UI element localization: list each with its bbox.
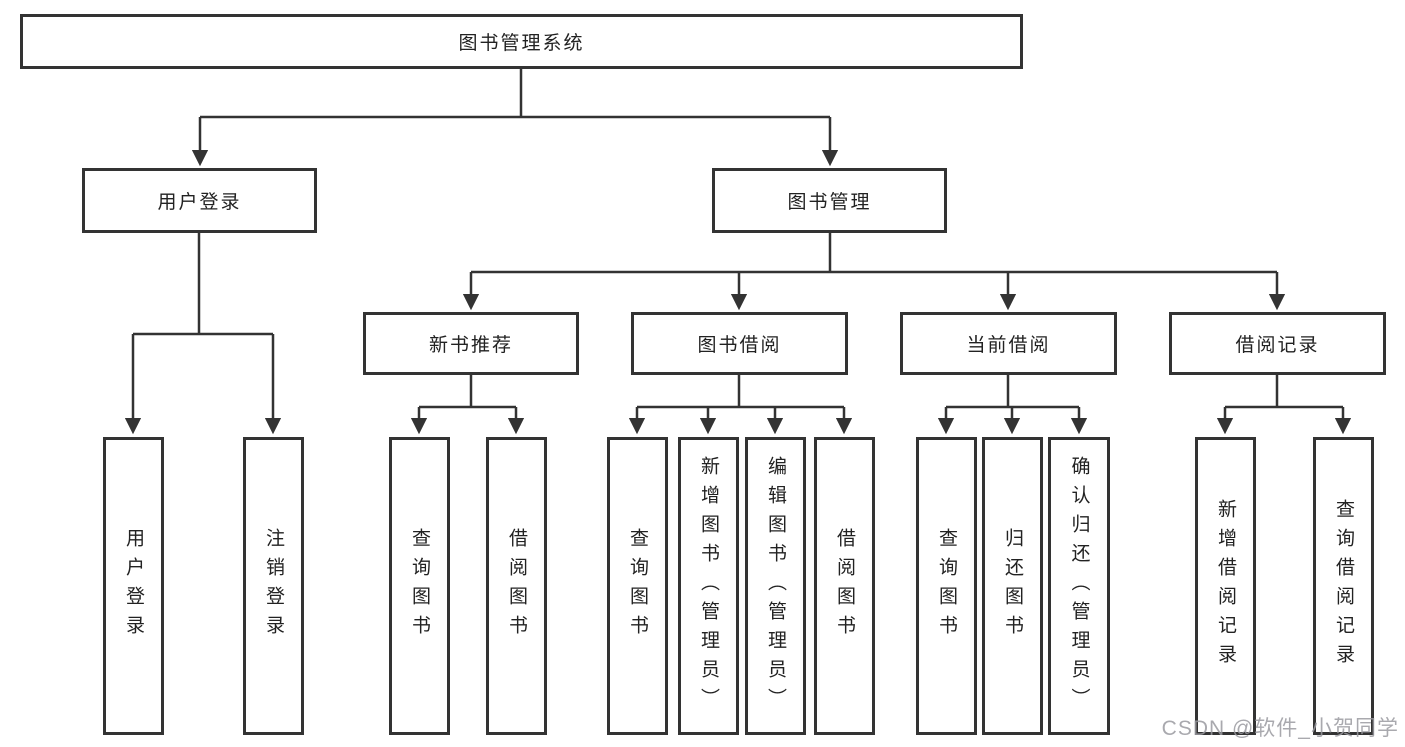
- leaf-add-books-admin: 新增图书（管理员）: [678, 437, 739, 735]
- connector-book-mgmt-split: [471, 233, 1277, 274]
- leaf-confirm-return-admin: 确认归还（管理员）: [1048, 437, 1110, 735]
- leaf-query-borrow-record: 查询借阅记录: [1313, 437, 1374, 735]
- connector-borrow-records-split: [1225, 375, 1343, 409]
- node-user-login: 用户登录: [82, 168, 317, 233]
- leaf-logout: 注销登录: [243, 437, 304, 735]
- leaf-edit-books-admin: 编辑图书（管理员）: [745, 437, 806, 735]
- connector-new-book-rec-split: [419, 375, 516, 409]
- leaf-user-login: 用户登录: [103, 437, 164, 735]
- node-book-management: 图书管理: [712, 168, 947, 233]
- leaf-query-books-3: 查询图书: [916, 437, 977, 735]
- csdn-watermark: CSDN @软件_小贺同学: [1161, 717, 1399, 740]
- leaf-add-borrow-record: 新增借阅记录: [1195, 437, 1256, 735]
- node-current-borrowing: 当前借阅: [900, 312, 1117, 375]
- connector-book-borrow-split: [637, 375, 844, 409]
- leaf-borrow-books-1: 借阅图书: [486, 437, 547, 735]
- node-new-book-recommend: 新书推荐: [363, 312, 579, 375]
- connector-root-split: [200, 69, 830, 119]
- connector-current-borrow-split: [946, 375, 1079, 409]
- node-borrow-records: 借阅记录: [1169, 312, 1386, 375]
- connector-user-login-split: [133, 233, 273, 336]
- leaf-query-books-1: 查询图书: [389, 437, 450, 735]
- node-book-borrowing: 图书借阅: [631, 312, 848, 375]
- leaf-borrow-books-2: 借阅图书: [814, 437, 875, 735]
- leaf-query-books-2: 查询图书: [607, 437, 668, 735]
- node-root-system: 图书管理系统: [20, 14, 1023, 69]
- leaf-return-books: 归还图书: [982, 437, 1043, 735]
